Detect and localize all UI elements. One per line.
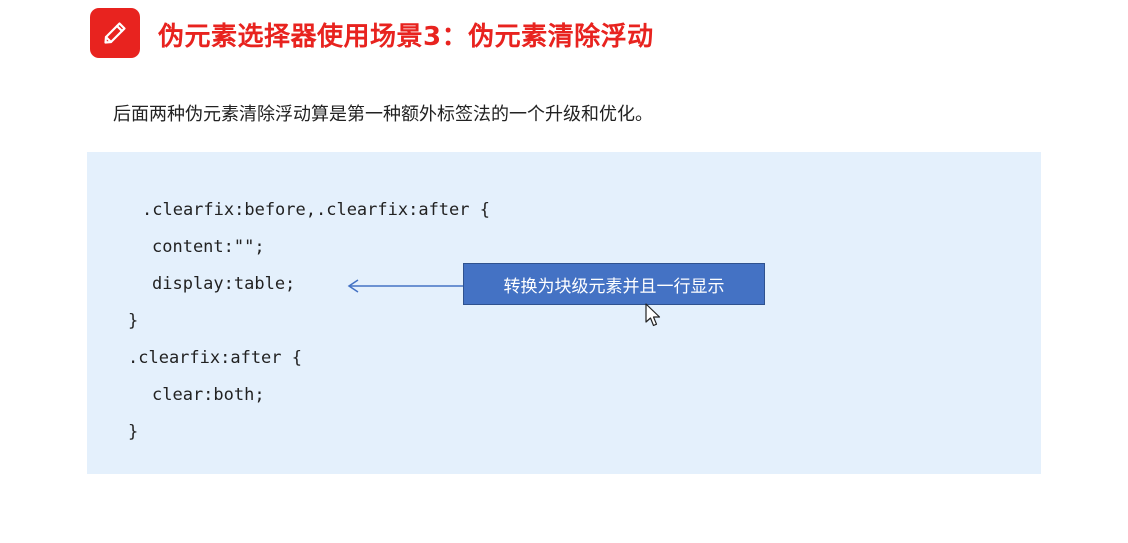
mouse-pointer-icon <box>645 303 661 327</box>
callout-arrow <box>347 279 463 293</box>
code-line-1: .clearfix:before,.clearfix:after { <box>142 200 490 220</box>
code-line-3: display:table; <box>152 274 296 294</box>
callout-box: 转换为块级元素并且一行显示 <box>463 263 765 305</box>
page-title: 伪元素选择器使用场景3：伪元素清除浮动 <box>158 22 654 52</box>
intro-text: 后面两种伪元素清除浮动算是第一种额外标签法的一个升级和优化。 <box>113 104 653 125</box>
code-block: .clearfix:before,.clearfix:after { conte… <box>87 152 1041 474</box>
code-line-5: .clearfix:after { <box>128 348 302 368</box>
code-line-2: content:""; <box>152 237 265 257</box>
code-line-6: clear:both; <box>152 385 265 405</box>
code-line-4: } <box>128 311 139 331</box>
code-line-7: } <box>128 422 139 442</box>
pencil-icon-graphic <box>104 22 126 44</box>
pencil-icon <box>90 8 140 58</box>
